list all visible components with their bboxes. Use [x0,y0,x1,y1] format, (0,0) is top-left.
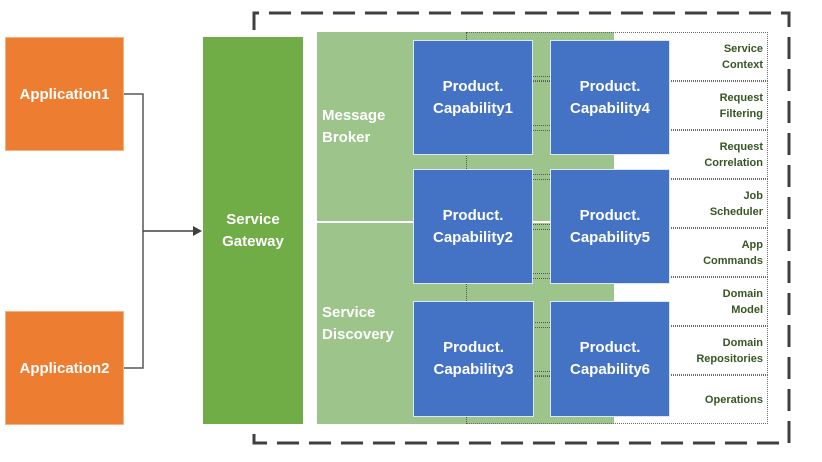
boundary-dashed [252,11,791,445]
connector-app2 [124,231,144,369]
link-bottom-stub [466,416,467,424]
application1-label: Application1 [19,85,110,103]
service-gateway-box[interactable]: Service Gateway [203,37,303,424]
link-row1-c [533,125,550,126]
link-row2-b [533,179,550,180]
link-top-stub [466,32,467,40]
application2-box[interactable]: Application2 [5,311,124,425]
link-row1-b [533,81,550,82]
arrow-head-icon [193,226,202,236]
link-row1-a [533,76,550,77]
link-row2-a [533,174,550,175]
link-row2-e [533,273,550,274]
capability4-box[interactable]: Product.Capability4 [550,40,670,155]
link-row3-a [533,322,550,323]
gateway-label-line1: Service [226,210,280,228]
link-row2-d [533,229,550,230]
capability5-box[interactable]: Product.Capability5 [550,169,670,284]
capability6-box[interactable]: Product.Capability6 [550,301,670,417]
link-row3-b [533,327,550,328]
link-row1-d [533,130,550,131]
link-row3-c [533,371,550,372]
capability2-box[interactable]: Product.Capability2 [413,169,533,284]
link-row3-d [533,376,550,377]
link-cap1-cap2 [466,154,467,169]
application1-box[interactable]: Application1 [5,37,124,151]
application2-label: Application2 [19,359,110,377]
connector-app1 [124,93,144,231]
link-row2-f [533,278,550,279]
gateway-label-line2: Gateway [222,232,284,250]
link-cap2-cap3 [466,284,467,301]
link-row2-c [533,224,550,225]
capability3-box[interactable]: Product.Capability3 [413,301,534,417]
service-discovery-label: Service Discovery [322,304,394,343]
capability1-box[interactable]: Product.Capability1 [413,40,533,155]
message-broker-label: Message Broker [322,107,386,146]
